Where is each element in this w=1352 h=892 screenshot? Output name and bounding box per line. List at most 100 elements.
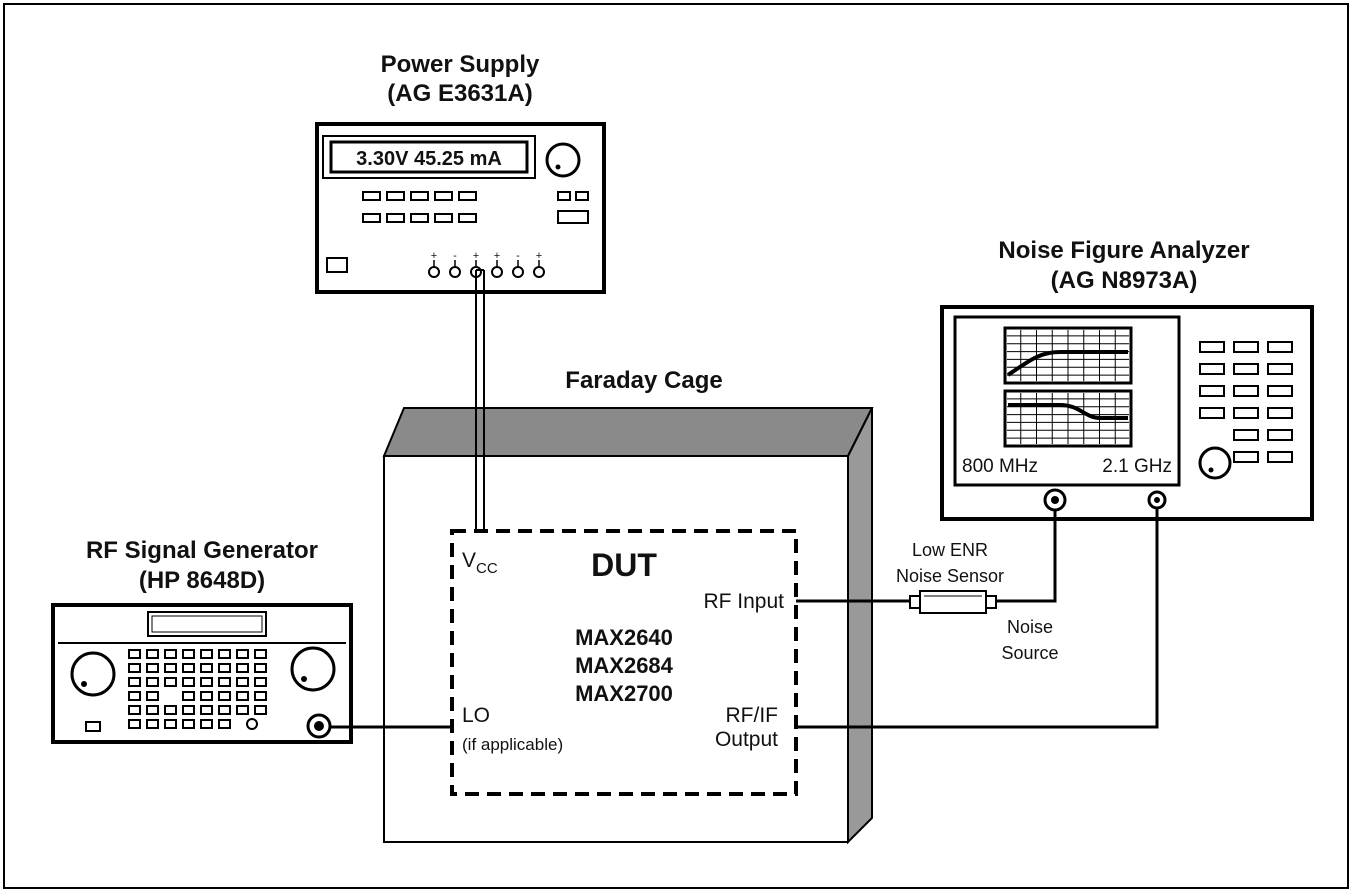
- ps-button: [410, 213, 429, 223]
- rfsg-button: [146, 677, 159, 687]
- dut-box: DUT MAX2640 MAX2684 MAX2700 VCC RF Input…: [450, 529, 798, 796]
- nfa-graph-top: [1003, 326, 1133, 385]
- dut-title: DUT: [591, 547, 657, 583]
- ps-button: [362, 191, 381, 201]
- ps-power-button: [326, 257, 348, 273]
- rfsg-button: [218, 663, 231, 673]
- nfa-button: [1199, 385, 1225, 397]
- nfa-button: [1199, 407, 1225, 419]
- nfa-button: [1199, 341, 1225, 353]
- rfsg-button: [146, 691, 159, 701]
- ps-button: [557, 191, 571, 201]
- ps-terminal-sign: +: [494, 250, 500, 262]
- nfa-button-grid: [1199, 341, 1293, 463]
- ps-button: [386, 191, 405, 201]
- nfa-button: [1233, 363, 1259, 375]
- rfsg-button: [200, 691, 213, 701]
- rfsg-button: [182, 663, 195, 673]
- nfa-model: (AG N8973A): [1051, 267, 1198, 294]
- rfsg-button: [146, 663, 159, 673]
- faraday-cage-label: Faraday Cage: [565, 367, 722, 394]
- ps-button: [458, 213, 477, 223]
- nfa-knob-dot: [1208, 467, 1214, 473]
- nfa-button: [1233, 429, 1259, 441]
- nfa-button: [1267, 429, 1293, 441]
- ps-knob: [545, 142, 581, 178]
- rfif-output-cable: [796, 508, 1159, 729]
- diagram-border: [3, 3, 1349, 889]
- rfsg-model: (HP 8648D): [139, 567, 265, 594]
- rfsg-button: [200, 677, 213, 687]
- rfsg-button: [164, 663, 177, 673]
- rfsg-power-button: [85, 721, 101, 732]
- rfsg-button: [182, 649, 195, 659]
- nfa-button: [1233, 407, 1259, 419]
- rf-signal-generator: RF Signal Generator (HP 8648D): [51, 537, 353, 744]
- ps-button: [386, 213, 405, 223]
- ps-terminal-sign: +: [536, 250, 542, 262]
- dut-part-1: MAX2640: [575, 625, 673, 650]
- ps-button: [362, 213, 381, 223]
- ps-terminal: [449, 266, 461, 278]
- power-supply-model: (AG E3631A): [387, 80, 532, 107]
- nfa-button: [1267, 363, 1293, 375]
- nfa-button: [1267, 341, 1293, 353]
- rfsg-title: RF Signal Generator: [86, 537, 318, 564]
- rfsg-button: [218, 719, 231, 729]
- rfsg-button: [164, 705, 177, 715]
- rfsg-button: [254, 663, 267, 673]
- rfsg-button: [164, 719, 177, 729]
- power-supply-title: Power Supply: [381, 51, 540, 78]
- faraday-cage: Faraday Cage: [382, 367, 874, 845]
- rfif-label-2: Output: [715, 728, 778, 751]
- rfsg-button: [128, 705, 141, 715]
- rfsg-button: [218, 677, 231, 687]
- rfsg-button: [182, 705, 195, 715]
- ps-knob-dot: [555, 164, 561, 170]
- rfsg-button: [200, 663, 213, 673]
- rfsg-button: [236, 663, 249, 673]
- dut-part-2: MAX2684: [575, 653, 674, 678]
- ps-button: [410, 191, 429, 201]
- noise-sensor-label-1: Low ENR: [912, 540, 988, 560]
- nfa-button: [1233, 451, 1259, 463]
- rfsg-button: [236, 649, 249, 659]
- nfa-button: [1199, 363, 1225, 375]
- rfsg-button: [128, 663, 141, 673]
- ps-terminal-sign: -: [516, 250, 520, 262]
- rfif-label-1: RF/IF: [726, 704, 779, 727]
- rfsg-knob-left: [70, 651, 116, 697]
- rfsg-button: [164, 677, 177, 687]
- power-supply: Power Supply (AG E3631A) 3.30V 45.25 mA …: [315, 51, 606, 294]
- rfsg-button: [218, 649, 231, 659]
- rfsg-button: [146, 719, 159, 729]
- ps-button: [434, 213, 453, 223]
- rf-input-cable: [796, 510, 1057, 603]
- rfsg-knob-right: [290, 646, 336, 692]
- ps-terminal-sign: +: [473, 250, 479, 262]
- rf-input-label: RF Input: [703, 590, 784, 613]
- ps-display: [329, 140, 529, 174]
- nfa-title: Noise Figure Analyzer: [998, 237, 1249, 264]
- rfsg-button: [182, 677, 195, 687]
- faraday-cage-top: [382, 407, 874, 457]
- ps-wide-button: [557, 210, 589, 224]
- ps-button-grid: [362, 191, 589, 223]
- ps-display-readout: 3.30V 45.25 mA: [356, 148, 502, 170]
- noise-sensor-label-2: Noise Sensor: [896, 566, 1004, 586]
- nfa-freq-stop: 2.1 GHz: [1102, 456, 1172, 477]
- nfa-graph-bottom: [1003, 389, 1133, 448]
- rfsg-button: [254, 691, 267, 701]
- noise-source-label-1: Noise: [1007, 617, 1053, 637]
- ps-button: [458, 191, 477, 201]
- rfsg-button: [128, 677, 141, 687]
- rfsg-button-grid: [128, 649, 267, 729]
- rfsg-button: [146, 649, 159, 659]
- rfsg-button: [200, 705, 213, 715]
- ps-button: [575, 191, 589, 201]
- ps-terminal-sign: -: [453, 250, 457, 262]
- rfsg-button: [164, 649, 177, 659]
- rfsg-button: [254, 649, 267, 659]
- rfsg-button: [236, 677, 249, 687]
- lo-label: LO: [462, 704, 490, 727]
